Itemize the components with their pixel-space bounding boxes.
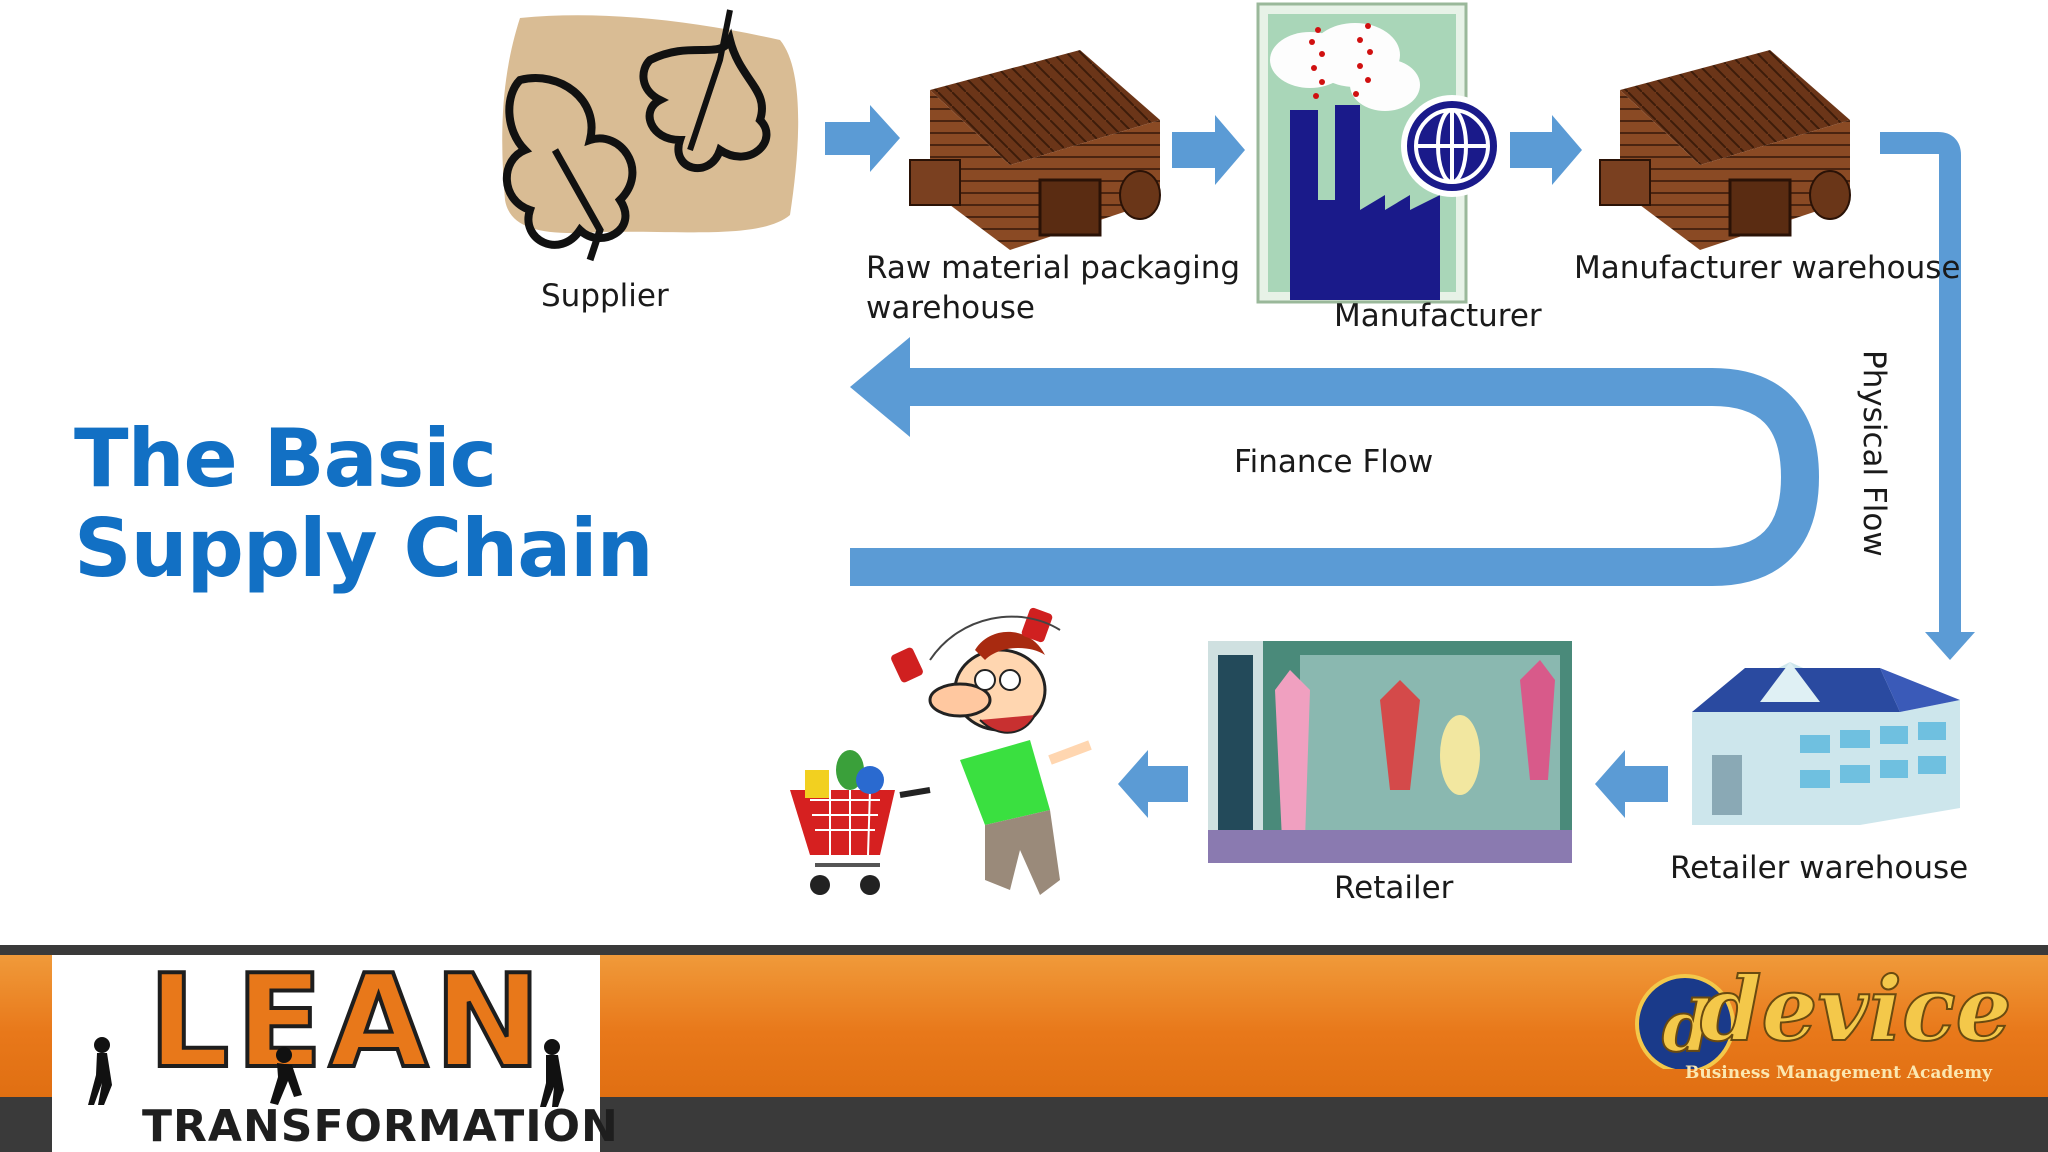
retailer-warehouse-label: Retailer warehouse: [1670, 850, 1969, 886]
footer-banner: LEAN TRANSFORMATION d device Business Ma…: [0, 945, 2048, 1152]
device-logo-subtitle: Business Management Academy: [1685, 1063, 1992, 1083]
finance-flow-arrowhead: [850, 337, 910, 437]
arrow-raw-to-manufacturer: [1172, 115, 1245, 185]
lean-logo-subtitle: TRANSFORMATION: [142, 1101, 619, 1152]
retailer-warehouse-icon: [1692, 662, 1960, 825]
manufacturer-warehouse-icon: [1599, 50, 1851, 250]
retailer-icon: [1208, 641, 1572, 863]
shopper-icon: [790, 607, 1092, 895]
lean-figures-icon: [88, 1037, 564, 1107]
raw-material-warehouse-icon: [909, 50, 1161, 250]
manufacturer-label: Manufacturer: [1334, 298, 1542, 334]
raw-material-label: Raw material packaging warehouse: [866, 248, 1240, 328]
finance-flow-arrow: [850, 368, 1820, 586]
raw-material-label-line1: Raw material packaging: [866, 250, 1241, 286]
title-line-1: The Basic: [74, 412, 497, 505]
svg-text:d: d: [1662, 985, 1711, 1068]
physical-flow-arrow: [1880, 132, 1961, 640]
device-logo-word: device: [1699, 957, 2013, 1061]
supplier-label: Supplier: [541, 278, 669, 314]
physical-flow-arrowhead: [1925, 632, 1975, 660]
arrow-manufacturer-to-warehouse: [1510, 115, 1582, 185]
arrow-supplier-to-raw: [825, 105, 900, 172]
arrow-retailer-warehouse-to-retailer: [1595, 750, 1668, 818]
lean-logo-word: LEAN: [146, 948, 548, 1097]
retailer-label: Retailer: [1334, 870, 1454, 906]
manufacturer-icon: [1256, 2, 1503, 304]
tossed-can-icon: [891, 607, 1053, 683]
device-logo-emblem: d: [1635, 974, 1735, 1069]
arrow-retailer-to-consumer: [1118, 750, 1188, 818]
physical-flow-label: Physical Flow: [1856, 350, 1892, 557]
page-title: The Basic Supply Chain: [74, 412, 654, 595]
lean-logo: LEAN TRANSFORMATION: [52, 948, 618, 1152]
footer-top-line: [0, 945, 2048, 955]
supplier-icon: [502, 9, 799, 262]
finance-flow-label: Finance Flow: [1234, 444, 1434, 480]
title-line-2: Supply Chain: [74, 502, 654, 595]
manufacturer-warehouse-label: Manufacturer warehouse: [1574, 250, 1961, 286]
raw-material-label-line2: warehouse: [866, 290, 1035, 326]
